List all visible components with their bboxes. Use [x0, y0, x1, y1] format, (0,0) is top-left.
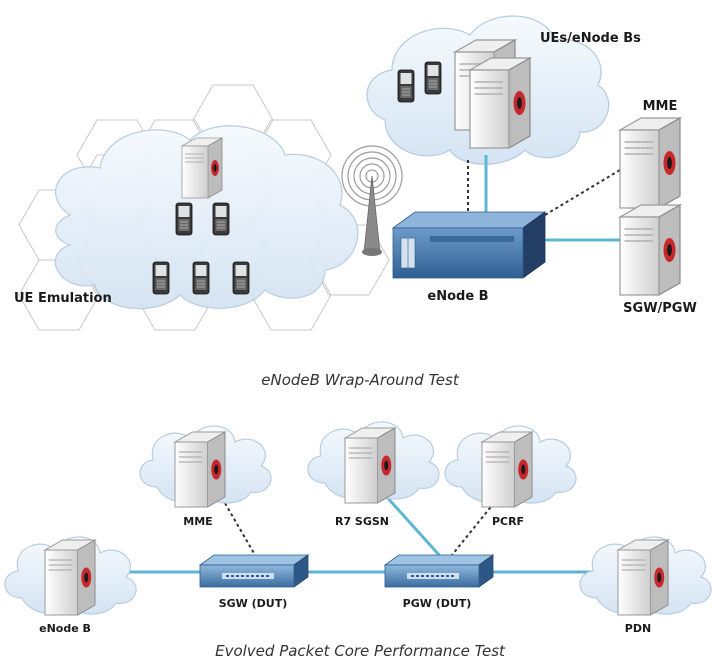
enodeb-server-icon	[44, 539, 96, 616]
pdn-server-icon	[617, 539, 669, 616]
link-sgsn-pgw	[383, 493, 442, 558]
sgw-pgw-label: SGW/PGW	[623, 301, 697, 316]
phone-icon	[175, 202, 193, 236]
sgw-switch-icon	[199, 554, 309, 588]
bottom-caption: Evolved Packet Core Performance Test	[215, 642, 506, 660]
antenna-tower-icon	[341, 145, 403, 256]
phone-icon	[397, 69, 415, 103]
phone-icon	[232, 261, 250, 295]
r7-sgsn-server-icon	[344, 427, 396, 504]
ue-emulation-label: UE Emulation	[14, 291, 112, 306]
link-mme-sgw-dashed	[221, 497, 256, 556]
phone-icon	[192, 261, 210, 295]
pgw-label: PGW (DUT)	[403, 597, 472, 610]
enodeb-label: eNode B	[427, 289, 488, 304]
mme-label: MME	[643, 99, 678, 114]
ue-emulation-cloud	[54, 125, 359, 310]
phone-icon	[424, 61, 442, 95]
sgw-label: SGW (DUT)	[219, 597, 288, 610]
mme-label: MME	[183, 515, 212, 528]
pdn-label: PDN	[625, 622, 651, 635]
sgw-pgw-server-icon	[619, 204, 681, 296]
mme-server-icon	[174, 431, 226, 508]
top-diagram: UEs/eNode Bs MME eNode B SGW/PGW UE Emul…	[14, 15, 697, 389]
pcrf-server-icon	[481, 431, 533, 508]
r7-sgsn-label: R7 SGSN	[335, 515, 389, 528]
bottom-diagram: MME R7 SGSN PCRF eNode B SGW (DUT) PGW (…	[4, 421, 712, 660]
phone-icon	[212, 202, 230, 236]
link-pcrf-pgw-dashed	[451, 497, 499, 556]
top-caption: eNodeB Wrap-Around Test	[261, 371, 460, 389]
mme-server-icon	[619, 117, 681, 209]
emulator-server-icon	[181, 137, 223, 199]
ues-enodebs-label: UEs/eNode Bs	[540, 31, 641, 46]
pcrf-label: PCRF	[492, 515, 524, 528]
enodeb-device-icon	[391, 211, 547, 279]
phone-icon	[152, 261, 170, 295]
link-enodeb-mme-dashed	[539, 169, 621, 219]
pgw-switch-icon	[384, 554, 494, 588]
enodeb-label: eNode B	[39, 622, 91, 635]
